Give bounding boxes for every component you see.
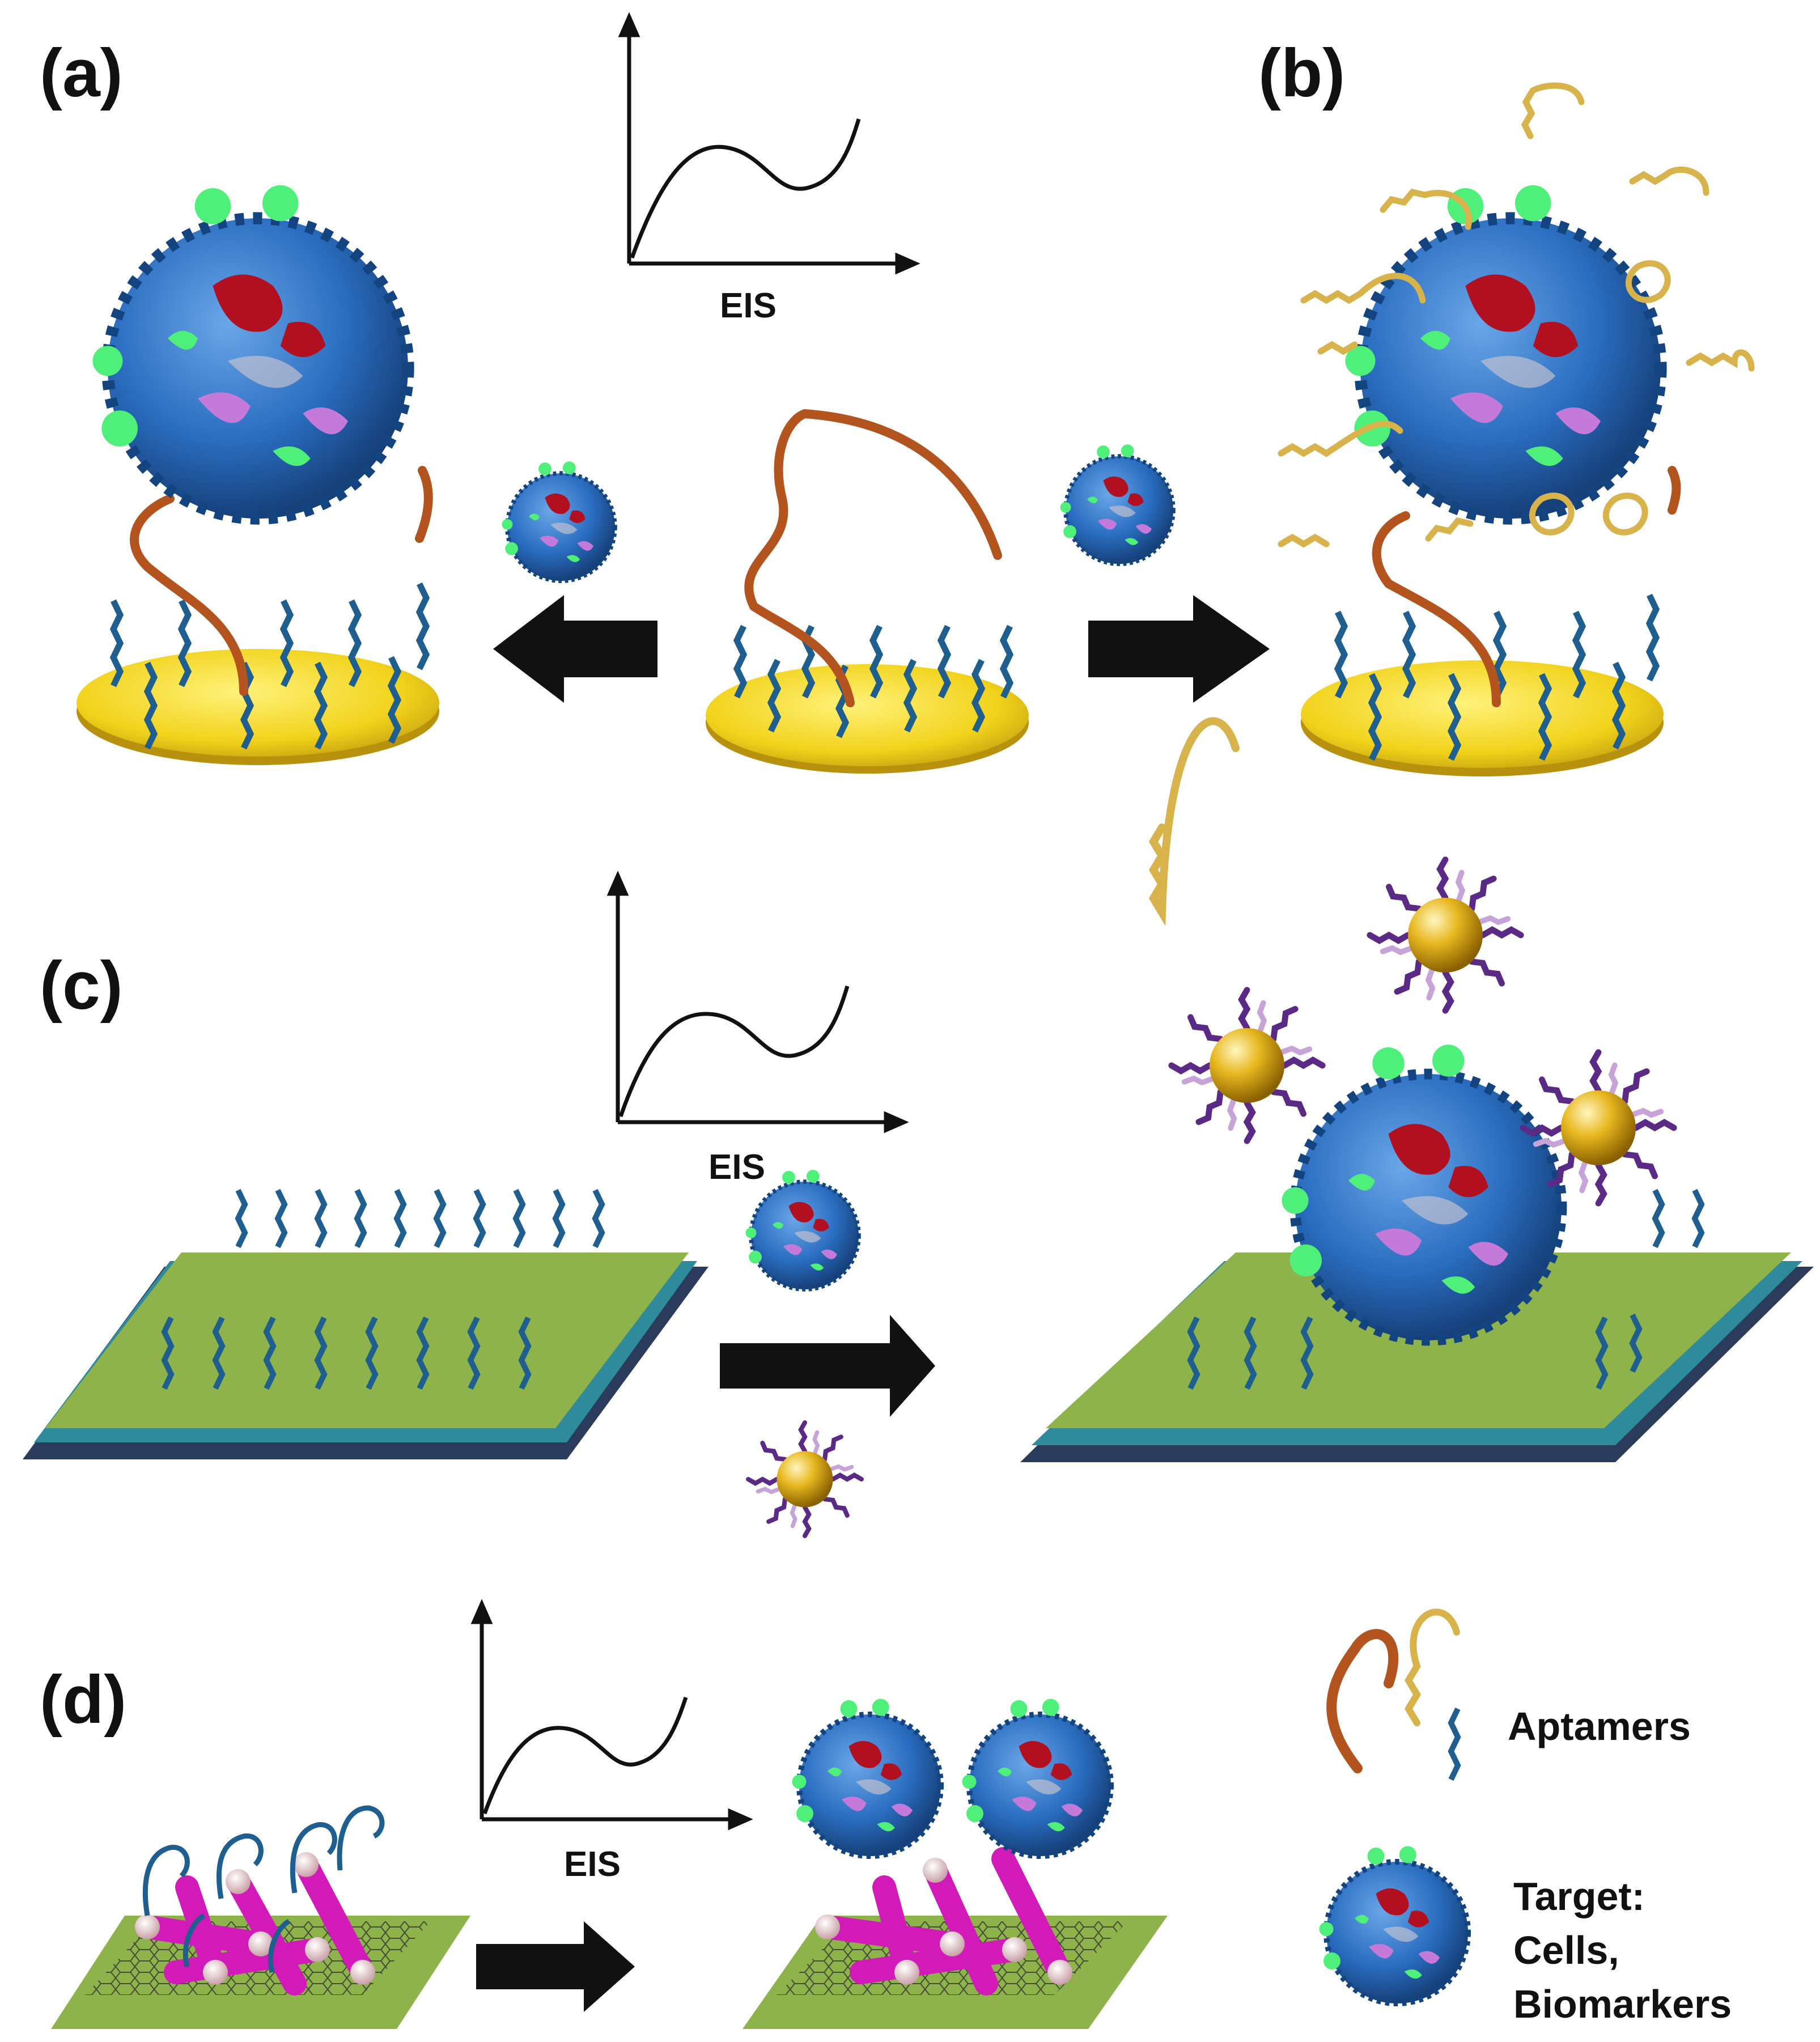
eis-curve	[618, 985, 850, 1118]
brown-aptamer-center	[744, 409, 1002, 707]
svg-text:(d): (d)	[40, 1662, 126, 1738]
legend-aptamers-label: Aptamers	[1508, 1704, 1691, 1748]
arrow-left-icon	[493, 595, 657, 703]
cell-target-d1	[792, 1699, 941, 1857]
mof-rods-left	[135, 1853, 375, 1996]
substrate-d-left	[51, 1805, 470, 2029]
arrow-right-icon-d	[476, 1921, 635, 2012]
substrate-c-right	[1020, 860, 1814, 1462]
eis-label-bottom: EIS	[564, 1845, 621, 1884]
aptamer-icon-legend	[1326, 1608, 1461, 1781]
eis-plot-top: EIS	[618, 12, 920, 325]
legend-target-line3: Biomarkers	[1513, 1982, 1732, 2026]
legend: Aptamers Target: Cells, Biomarkers	[1320, 1608, 1732, 2026]
arrow-right-icon	[1088, 595, 1270, 703]
panel-c-label: (c)	[40, 948, 123, 1024]
svg-text:(b): (b)	[1258, 35, 1345, 111]
svg-text:(c): (c)	[40, 948, 123, 1024]
aptamer-brush-a	[109, 582, 430, 750]
cell-target-d2	[962, 1699, 1111, 1857]
eis-plot-bottom: EIS	[470, 1599, 753, 1884]
substrate-d-right	[743, 1699, 1168, 2029]
panel-b-assembly	[1278, 82, 1755, 776]
cell-target-large-c	[1282, 1045, 1562, 1340]
cell-target-large-b	[1346, 185, 1661, 519]
gold-electrode-center	[706, 409, 1029, 774]
cell-target-small-c	[746, 1170, 859, 1289]
cell-target-large-a	[92, 185, 408, 519]
eis-label-top: EIS	[720, 286, 777, 325]
eis-curve	[630, 118, 861, 259]
aptamer-brush-center	[733, 625, 1014, 738]
panel-a-label: (a)	[40, 35, 123, 111]
yellow-aptamer-free	[1148, 717, 1240, 927]
yellow-aptamer-swarm	[1278, 82, 1755, 548]
gold-nanoparticle-free	[748, 1423, 862, 1536]
gold-nanoparticle-c1	[1172, 990, 1322, 1141]
cell-target-legend	[1320, 1846, 1469, 2004]
brown-aptamer-b	[1372, 466, 1681, 707]
panel-d-label: (d)	[40, 1662, 126, 1738]
eis-axes-icon	[618, 12, 920, 275]
panel-a-assembly	[77, 185, 439, 765]
legend-target-line2: Cells,	[1513, 1928, 1619, 1972]
arrow-right-icon-c	[720, 1315, 935, 1417]
mof-beads-left	[135, 1852, 375, 1985]
eis-label-middle: EIS	[709, 1148, 765, 1187]
substrate-c-left	[23, 1188, 709, 1459]
aptamer-brush-b	[1334, 593, 1660, 761]
eis-curve	[482, 1696, 688, 1815]
cell-target-small-right	[1060, 444, 1174, 564]
cell-target-small-left	[502, 461, 616, 581]
svg-text:(a): (a)	[40, 35, 123, 111]
panel-b-label: (b)	[1258, 35, 1345, 111]
brown-aptamer-a	[130, 466, 433, 696]
gold-nanoparticle-c2	[1370, 860, 1521, 1011]
eis-plot-middle: EIS	[606, 871, 909, 1187]
legend-target-line1: Target:	[1513, 1874, 1645, 1918]
